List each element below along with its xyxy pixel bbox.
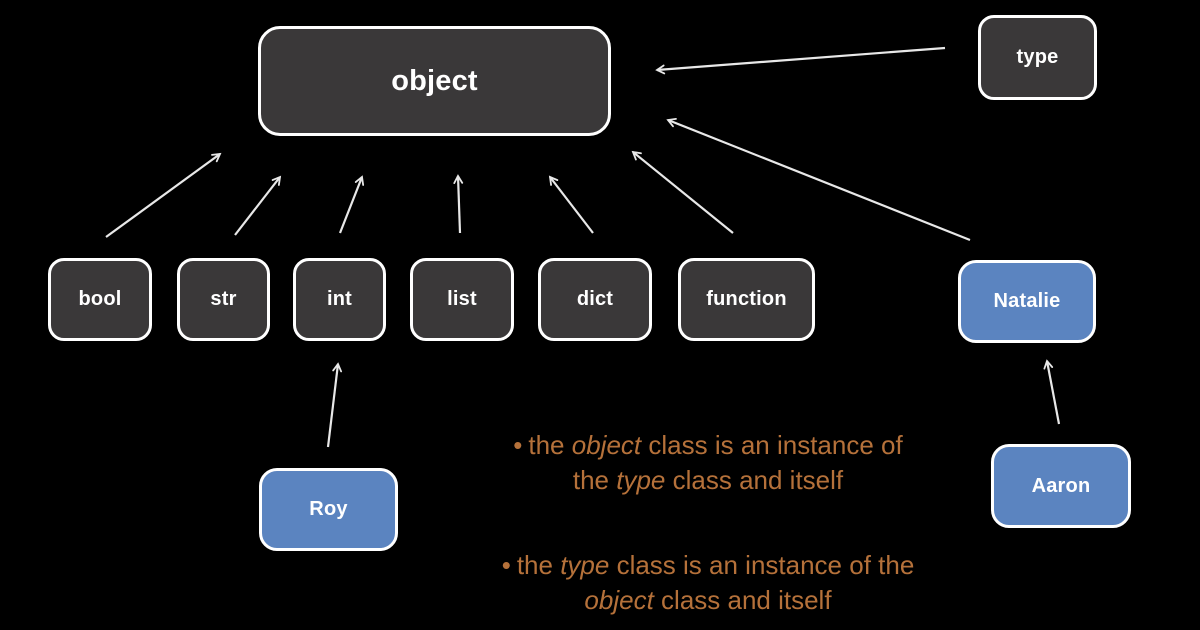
- arrow-roy-to-int: [326, 362, 343, 448]
- note-text: the: [516, 550, 561, 580]
- node-label: function: [706, 288, 787, 310]
- arrow-aaron-to-natalie: [1043, 359, 1061, 425]
- node-label: object: [391, 64, 478, 97]
- note-term: object: [584, 585, 654, 615]
- node-function: function: [678, 258, 815, 341]
- node-aaron: Aaron: [991, 444, 1131, 528]
- note-line: •the object class is an instance of: [468, 428, 948, 463]
- arrow-int-to-object: [338, 175, 365, 234]
- note-term: type: [560, 550, 610, 580]
- bullet-marker: •: [501, 550, 511, 580]
- note-line: •the type class is an instance of the: [468, 548, 948, 583]
- node-bool: bool: [48, 258, 152, 341]
- note-text: the: [572, 465, 617, 495]
- node-object: object: [258, 26, 611, 136]
- node-label: type: [1016, 46, 1059, 68]
- node-label: bool: [78, 288, 122, 310]
- node-str: str: [177, 258, 270, 341]
- arrow-str-to-object: [234, 175, 282, 236]
- node-label: Aaron: [1031, 474, 1091, 497]
- arrow-function-to-object: [631, 150, 734, 234]
- note-text: class is an instance of the: [609, 550, 915, 580]
- bullet-marker: •: [513, 430, 523, 460]
- note-text: class and itself: [665, 465, 844, 495]
- node-label: Roy: [309, 498, 348, 520]
- note-line: the type class and itself: [468, 463, 948, 498]
- node-list: list: [410, 258, 514, 341]
- arrow-natalie-to-object: [666, 117, 971, 242]
- node-label: int: [326, 288, 353, 310]
- note-term: object: [571, 430, 642, 460]
- note-text: class and itself: [653, 585, 832, 615]
- node-label: Natalie: [993, 290, 1061, 312]
- arrow-type-to-object: [655, 46, 946, 75]
- arrow-dict-to-object: [548, 175, 594, 234]
- node-dict: dict: [538, 258, 652, 341]
- note-text: the: [528, 430, 572, 460]
- note-term: type: [616, 465, 666, 495]
- node-int: int: [293, 258, 386, 341]
- arrow-list-to-object: [453, 174, 464, 234]
- node-natalie: Natalie: [958, 260, 1096, 343]
- note-line: object class and itself: [468, 583, 948, 618]
- node-label: str: [210, 288, 237, 310]
- node-roy: Roy: [259, 468, 398, 551]
- node-label: dict: [576, 288, 614, 310]
- arrow-bool-to-object: [105, 152, 222, 238]
- node-type: type: [978, 15, 1097, 100]
- node-label: list: [447, 288, 477, 310]
- note-text: class is an instance of: [641, 430, 903, 460]
